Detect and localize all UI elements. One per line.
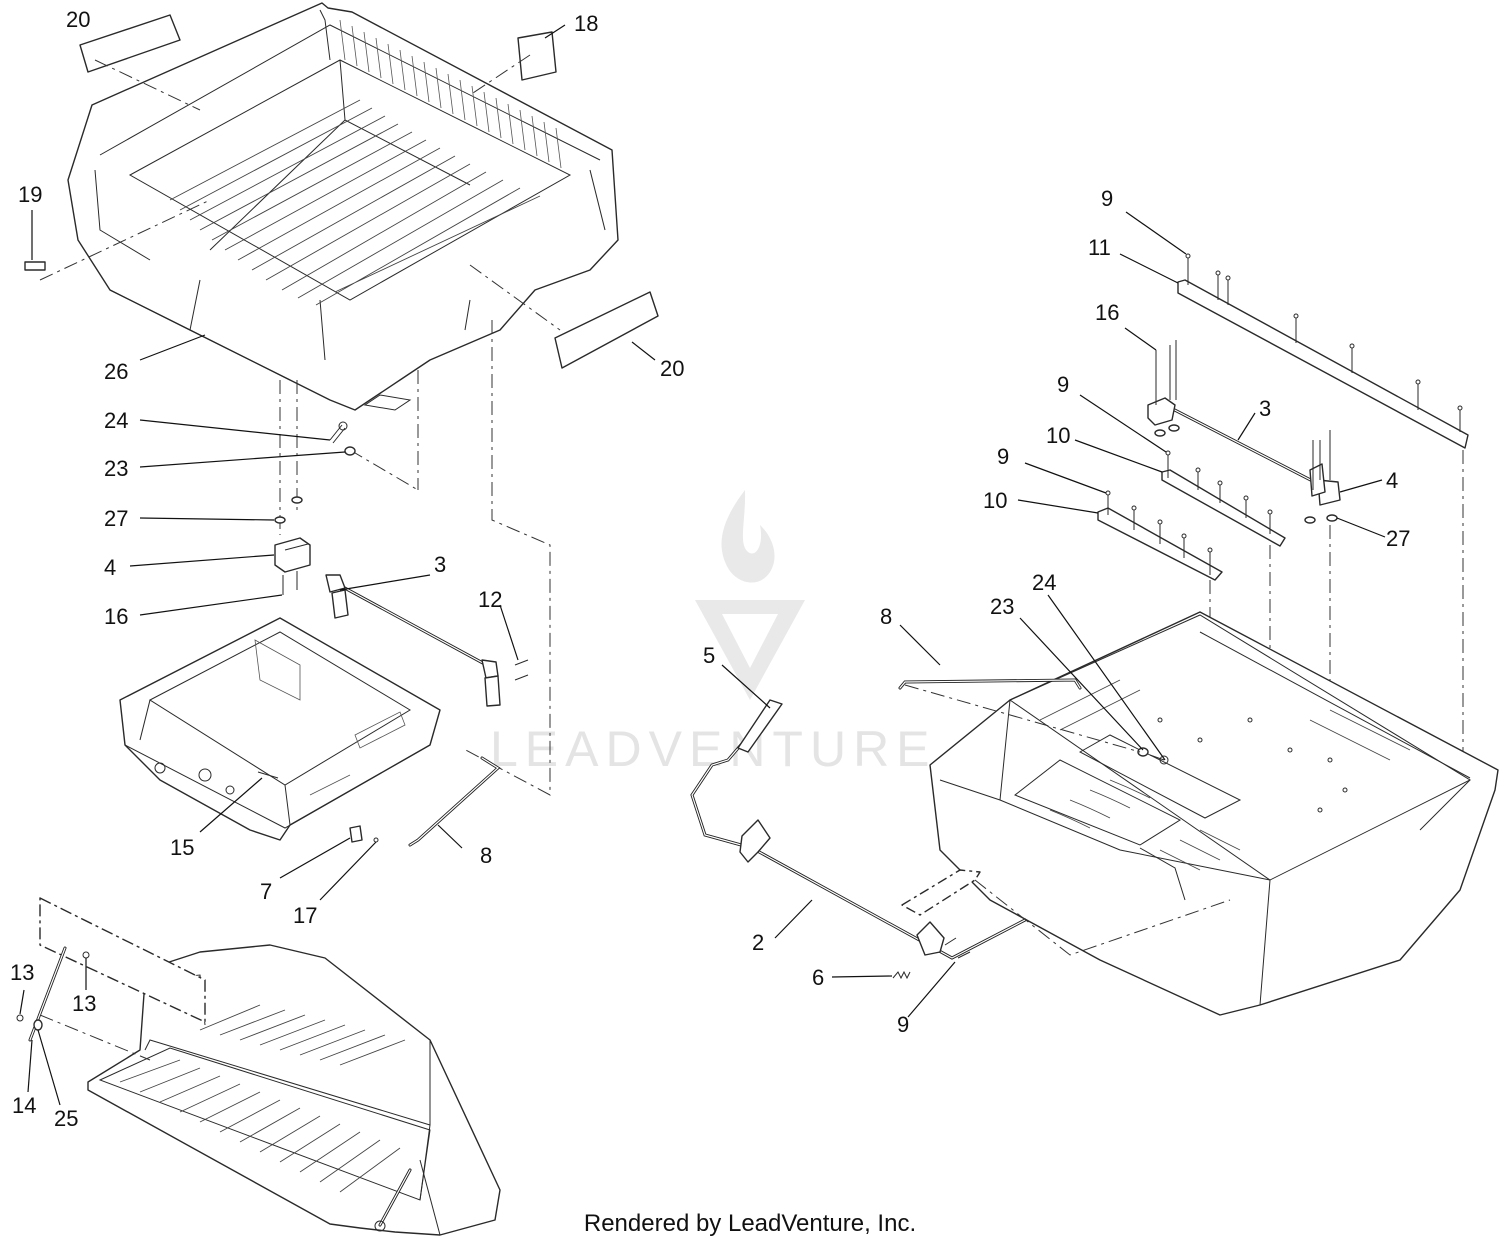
floor-pan-treads [119,1004,406,1193]
hairpin-24-right [1149,754,1169,765]
hinge-4-left [274,537,311,595]
washer-27-a [274,516,286,524]
washer-23 [344,446,356,456]
callout-16-right: 16 [1095,300,1119,325]
rod-3-left [325,574,501,707]
callout-23-right: 23 [990,594,1014,619]
callout-27-left: 27 [104,506,128,531]
latch-rod-8-right [898,678,1082,690]
callout-12: 12 [478,587,502,612]
cargo-bed-part [67,2,619,411]
callout-3-right: 3 [1259,396,1271,421]
decal-20-right [554,291,659,369]
leader-lines [19,24,1386,1106]
decal-floor [39,897,206,1023]
spring-14 [16,946,90,1042]
callout-2: 2 [752,930,764,955]
callout-9-bottom: 9 [897,1012,909,1037]
rear-bed-treads [1039,679,1411,871]
callout-16-left: 16 [104,604,128,629]
callout-3-left: 3 [434,552,446,577]
callout-19: 19 [18,182,42,207]
callout-14: 14 [12,1093,36,1118]
callout-15: 15 [170,835,194,860]
callout-26: 26 [104,359,128,384]
callout-20-right: 20 [660,356,684,381]
decal-20-left [79,14,181,73]
callout-5: 5 [703,643,715,668]
cargo-bed-slats [169,99,541,306]
callout-7: 7 [260,879,272,904]
callout-8-right: 8 [880,604,892,629]
callout-24-right: 24 [1032,570,1056,595]
callout-9-lower: 9 [997,444,1009,469]
callout-8-left: 8 [480,843,492,868]
callout-17: 17 [293,903,317,928]
callout-24-left: 24 [104,408,128,433]
callout-9-mid: 9 [1057,372,1069,397]
callout-10-lower: 10 [983,488,1007,513]
hinge-strip-10-upper [1161,450,1286,547]
callout-13-left: 13 [10,960,34,985]
callout-labels: 20 18 19 20 26 24 23 27 4 16 3 12 15 7 1… [10,7,1410,1131]
watermark-text: LEADVENTURE [490,721,937,777]
callout-25: 25 [54,1106,78,1131]
hinge-strip-11 [1177,253,1469,449]
callout-13-right: 13 [72,991,96,1016]
render-credit: Rendered by LeadVenture, Inc. [583,1210,917,1237]
bolt-15 [257,771,279,779]
rod-3-right [1147,340,1341,524]
callout-27-right: 27 [1386,526,1410,551]
washer-27-b [291,496,303,504]
spring-6 [892,970,911,980]
callout-10-upper: 10 [1046,423,1070,448]
callout-18: 18 [574,11,598,36]
callout-6: 6 [812,965,824,990]
callout-9-top: 9 [1101,186,1113,211]
callout-4-left: 4 [104,555,116,580]
latch-handle-5 [690,699,783,850]
latch-plate [901,869,981,916]
decal-19 [24,261,46,271]
latch-rod-8-left [408,756,501,847]
washer-23-right [1137,747,1149,757]
callout-20-left: 20 [66,7,90,32]
bolts-12 [514,659,529,681]
callout-23-left: 23 [104,456,128,481]
rear-bed-body [929,611,1499,1016]
hinge-strip-10-lower [1097,490,1223,581]
decal-18 [517,31,557,81]
seat-frame-part [119,617,441,841]
callout-4-right: 4 [1386,468,1398,493]
callout-11: 11 [1088,235,1111,260]
bushing-7 [349,825,379,843]
watermark-logo-icon [695,490,805,700]
latch-rod-2 [739,819,1027,960]
hairpin-24 [329,421,348,444]
cargo-bed-wall-ribs [339,19,562,169]
